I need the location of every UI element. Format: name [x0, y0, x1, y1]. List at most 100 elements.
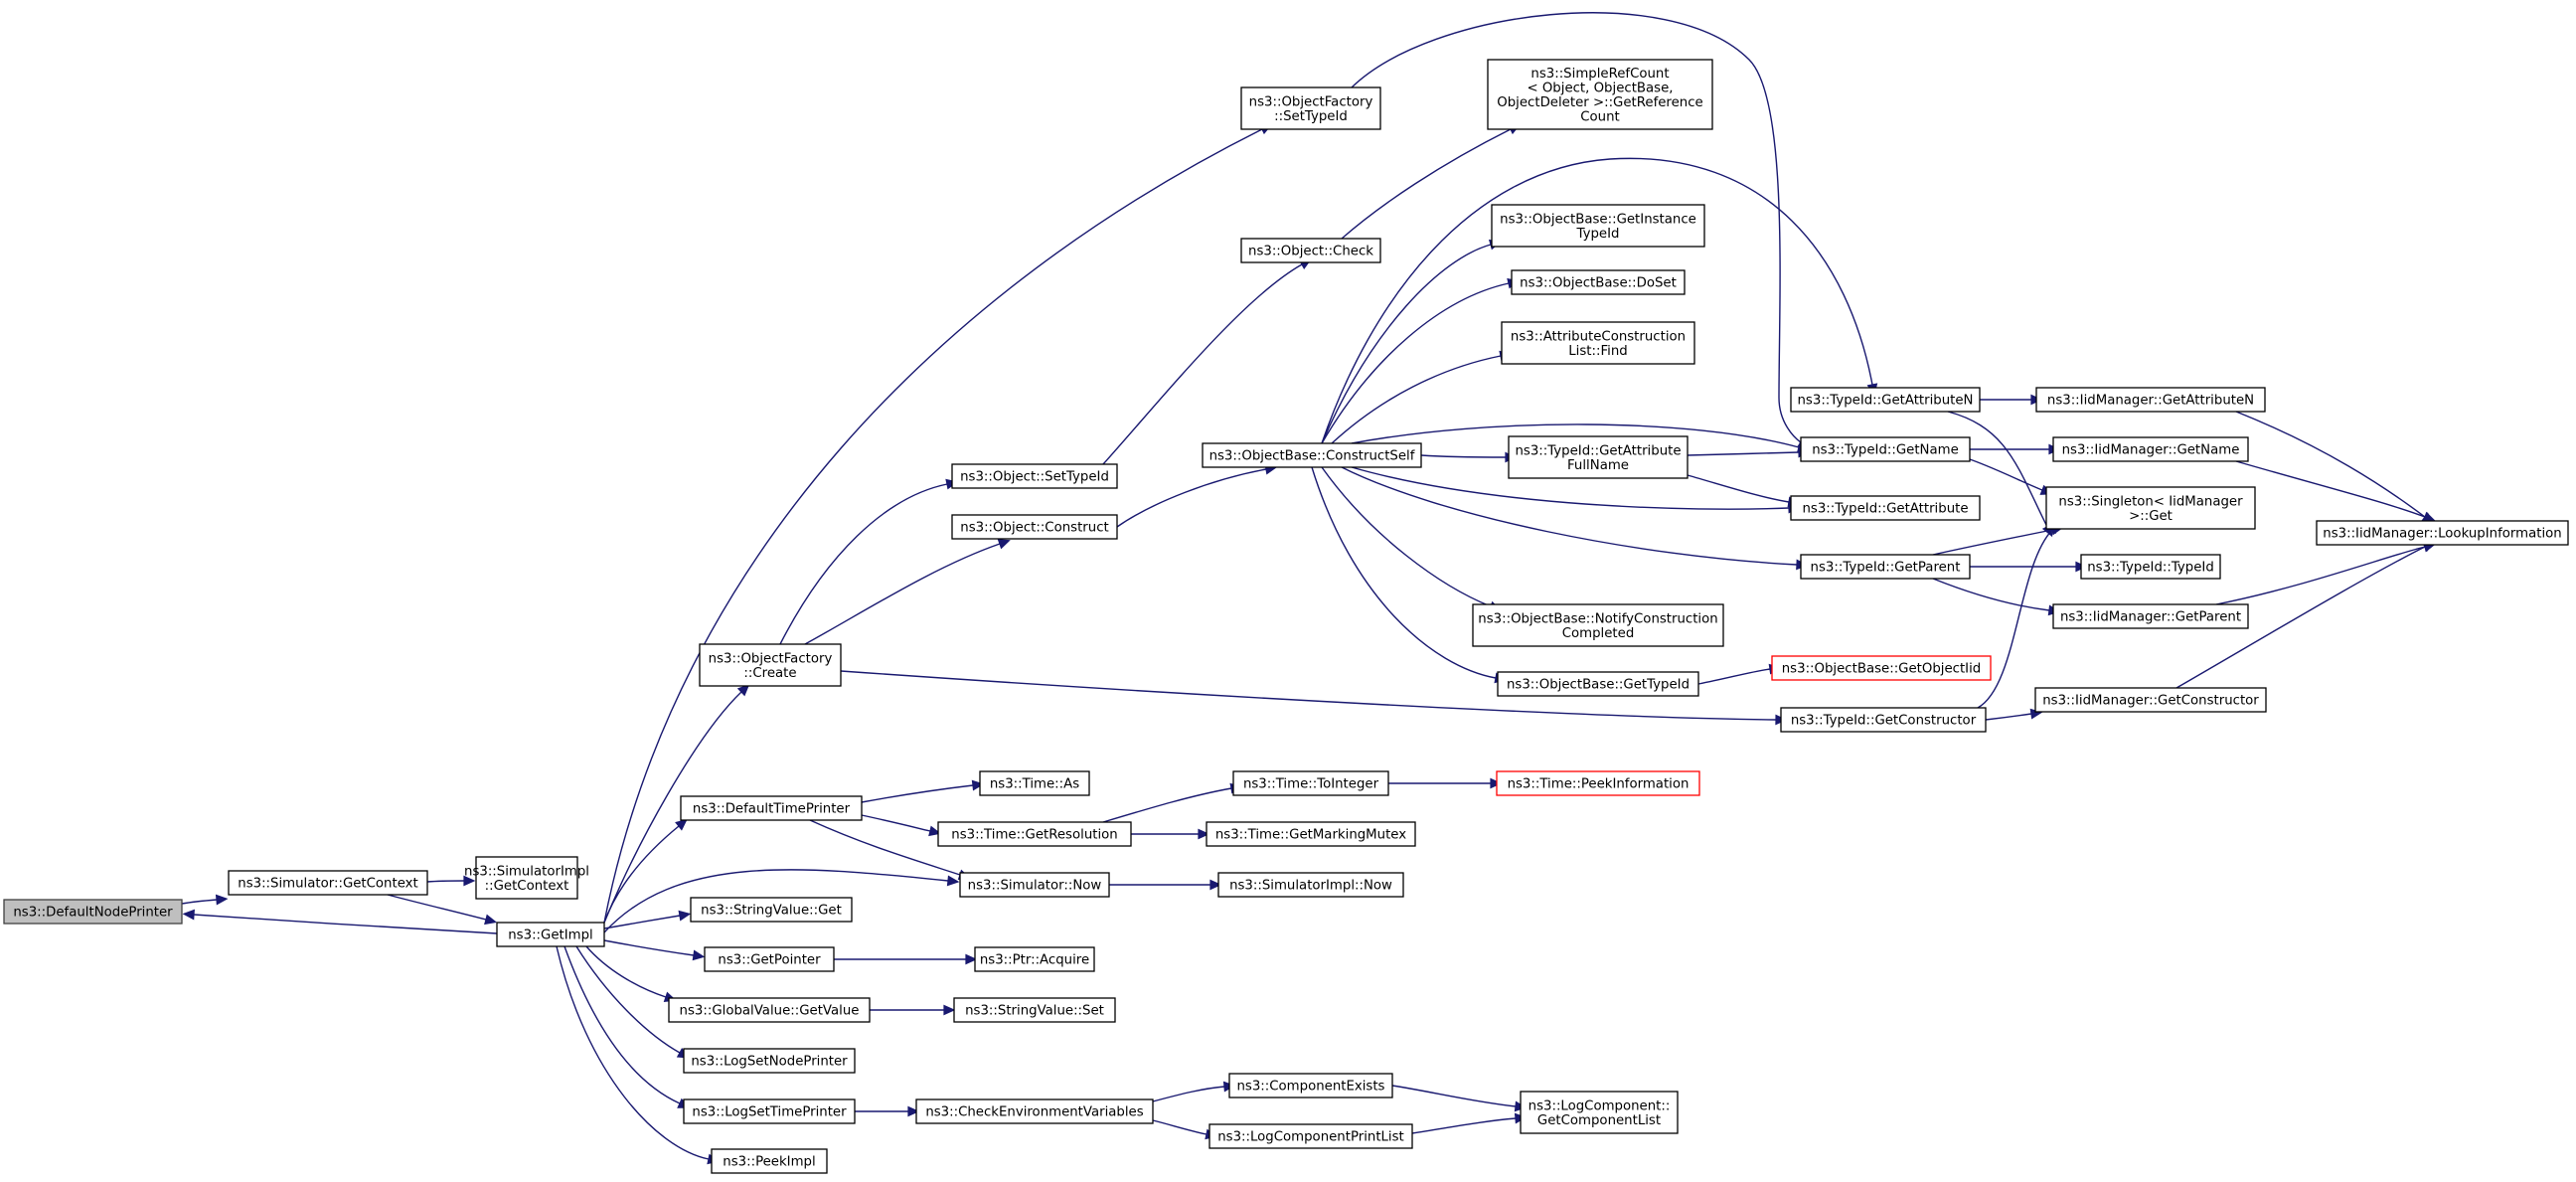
- node-log-component-print-list[interactable]: ns3::LogComponentPrintList: [1208, 1123, 1413, 1149]
- node-string-value-set[interactable]: ns3::StringValue::Set: [953, 997, 1116, 1023]
- node-box[interactable]: [1472, 603, 1724, 647]
- node-object-base-get-type-id[interactable]: ns3::ObjectBase::GetTypeId: [1497, 671, 1699, 697]
- node-object-factory-set-type-id[interactable]: ns3::ObjectFactory::SetTypeId: [1240, 86, 1381, 130]
- node-object-base-get-object-iid[interactable]: ns3::ObjectBase::GetObjectIid: [1771, 655, 1992, 681]
- node-object-set-type-id[interactable]: ns3::Object::SetTypeId: [951, 463, 1118, 489]
- node-box[interactable]: [959, 872, 1110, 898]
- node-box[interactable]: [1240, 238, 1381, 263]
- node-type-id-get-name[interactable]: ns3::TypeId::GetName: [1800, 436, 1971, 462]
- node-ptr-acquire[interactable]: ns3::Ptr::Acquire: [974, 946, 1095, 972]
- node-box[interactable]: [1501, 321, 1695, 365]
- node-box[interactable]: [951, 514, 1118, 540]
- node-box[interactable]: [915, 1098, 1154, 1124]
- node-iid-manager-get-attribute-n[interactable]: ns3::IidManager::GetAttributeN: [2035, 387, 2266, 413]
- node-object-check[interactable]: ns3::Object::Check: [1240, 238, 1381, 263]
- node-object-construct[interactable]: ns3::Object::Construct: [951, 514, 1118, 540]
- node-box[interactable]: [2052, 603, 2249, 629]
- node-object-base-construct-self[interactable]: ns3::ObjectBase::ConstructSelf: [1202, 442, 1422, 468]
- node-box[interactable]: [979, 770, 1090, 796]
- node-box[interactable]: [668, 997, 871, 1023]
- node-box[interactable]: [1208, 1123, 1413, 1149]
- node-time-get-marking-mutex[interactable]: ns3::Time::GetMarkingMutex: [1206, 821, 1416, 847]
- node-box[interactable]: [683, 1048, 856, 1074]
- node-box[interactable]: [1790, 387, 1981, 413]
- node-component-exists[interactable]: ns3::ComponentExists: [1228, 1073, 1393, 1098]
- node-box[interactable]: [1232, 770, 1389, 796]
- node-box[interactable]: [3, 899, 183, 925]
- node-box[interactable]: [1240, 86, 1381, 130]
- node-iid-manager-get-name[interactable]: ns3::IidManager::GetName: [2052, 436, 2249, 462]
- node-type-id-get-parent[interactable]: ns3::TypeId::GetParent: [1800, 554, 1971, 580]
- node-iid-manager-get-parent[interactable]: ns3::IidManager::GetParent: [2052, 603, 2249, 629]
- node-log-set-time-printer[interactable]: ns3::LogSetTimePrinter: [683, 1098, 856, 1124]
- node-box[interactable]: [1771, 655, 1992, 681]
- node-box[interactable]: [1206, 821, 1416, 847]
- node-box[interactable]: [704, 946, 835, 972]
- node-box[interactable]: [690, 897, 853, 923]
- node-box[interactable]: [2035, 387, 2266, 413]
- node-box[interactable]: [2080, 554, 2221, 580]
- node-box[interactable]: [1511, 269, 1686, 295]
- node-box[interactable]: [1780, 707, 1987, 733]
- node-box[interactable]: [1491, 204, 1705, 248]
- node-box[interactable]: [680, 795, 863, 821]
- node-simulator-get-context[interactable]: ns3::Simulator::GetContext: [228, 870, 428, 896]
- node-box[interactable]: [2316, 520, 2569, 546]
- node-default-node-printer[interactable]: ns3::DefaultNodePrinter: [3, 899, 183, 925]
- node-box[interactable]: [1520, 1091, 1679, 1134]
- node-object-base-do-set[interactable]: ns3::ObjectBase::DoSet: [1511, 269, 1686, 295]
- node-box[interactable]: [1228, 1073, 1393, 1098]
- node-box[interactable]: [2052, 436, 2249, 462]
- node-box[interactable]: [1800, 554, 1971, 580]
- node-box[interactable]: [937, 821, 1132, 847]
- node-box[interactable]: [475, 856, 578, 900]
- node-peek-impl[interactable]: ns3::PeekImpl: [711, 1148, 828, 1174]
- node-box[interactable]: [951, 463, 1118, 489]
- node-box[interactable]: [1497, 671, 1699, 697]
- node-simulator-impl-now[interactable]: ns3::SimulatorImpl::Now: [1217, 872, 1404, 898]
- node-simulator-impl-get-context[interactable]: ns3::SimulatorImpl::GetContext: [464, 856, 589, 900]
- node-box[interactable]: [1496, 770, 1700, 796]
- node-get-impl[interactable]: ns3::GetImpl: [496, 922, 605, 947]
- node-box[interactable]: [228, 870, 428, 896]
- node-box[interactable]: [2034, 687, 2267, 713]
- node-object-base-notify-construction-completed[interactable]: ns3::ObjectBase::NotifyConstructionCompl…: [1472, 603, 1724, 647]
- node-box[interactable]: [699, 643, 842, 687]
- node-box[interactable]: [683, 1098, 856, 1124]
- node-time-peek-information[interactable]: ns3::Time::PeekInformation: [1496, 770, 1700, 796]
- node-type-id-type-id[interactable]: ns3::TypeId::TypeId: [2080, 554, 2221, 580]
- node-box[interactable]: [1487, 59, 1713, 130]
- node-log-component-get-component-list[interactable]: ns3::LogComponent::GetComponentList: [1520, 1091, 1679, 1134]
- node-log-set-node-printer[interactable]: ns3::LogSetNodePrinter: [683, 1048, 856, 1074]
- node-box[interactable]: [2045, 486, 2256, 530]
- node-iid-manager-lookup-information[interactable]: ns3::IidManager::LookupInformation: [2316, 520, 2569, 546]
- node-default-time-printer[interactable]: ns3::DefaultTimePrinter: [680, 795, 863, 821]
- node-global-value-get-value[interactable]: ns3::GlobalValue::GetValue: [668, 997, 871, 1023]
- node-check-environment-variables[interactable]: ns3::CheckEnvironmentVariables: [915, 1098, 1154, 1124]
- node-box[interactable]: [496, 922, 605, 947]
- node-singleton-iid-manager-get[interactable]: ns3::Singleton< IidManager>::Get: [2045, 486, 2256, 530]
- node-simulator-now[interactable]: ns3::Simulator::Now: [959, 872, 1110, 898]
- node-simple-ref-count-get-reference-count[interactable]: ns3::SimpleRefCount< Object, ObjectBase,…: [1487, 59, 1713, 130]
- node-box[interactable]: [953, 997, 1116, 1023]
- node-iid-manager-get-constructor[interactable]: ns3::IidManager::GetConstructor: [2034, 687, 2267, 713]
- node-time-get-resolution[interactable]: ns3::Time::GetResolution: [937, 821, 1132, 847]
- node-box[interactable]: [1508, 435, 1689, 479]
- node-type-id-get-attribute[interactable]: ns3::TypeId::GetAttribute: [1790, 495, 1981, 521]
- node-type-id-get-constructor[interactable]: ns3::TypeId::GetConstructor: [1780, 707, 1987, 733]
- node-box[interactable]: [974, 946, 1095, 972]
- node-time-to-integer[interactable]: ns3::Time::ToInteger: [1232, 770, 1389, 796]
- node-box[interactable]: [1790, 495, 1981, 521]
- node-type-id-get-attribute-n[interactable]: ns3::TypeId::GetAttributeN: [1790, 387, 1981, 413]
- node-box[interactable]: [711, 1148, 828, 1174]
- node-time-as[interactable]: ns3::Time::As: [979, 770, 1090, 796]
- node-string-value-get[interactable]: ns3::StringValue::Get: [690, 897, 853, 923]
- node-box[interactable]: [1217, 872, 1404, 898]
- node-box[interactable]: [1800, 436, 1971, 462]
- node-object-factory-create[interactable]: ns3::ObjectFactory::Create: [699, 643, 842, 687]
- node-get-pointer[interactable]: ns3::GetPointer: [704, 946, 835, 972]
- node-box[interactable]: [1202, 442, 1422, 468]
